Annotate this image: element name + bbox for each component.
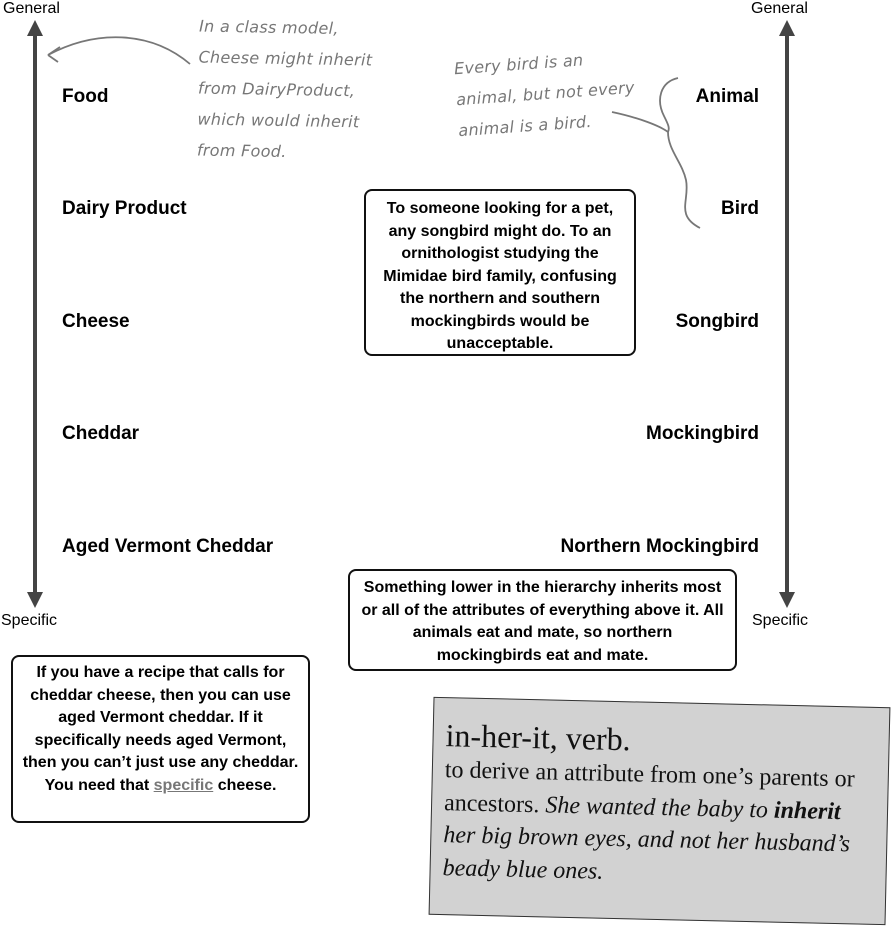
hierarchy-item-cheese: Cheese bbox=[62, 311, 130, 332]
right-axis-general-label: General bbox=[751, 0, 808, 17]
left-axis-specific-label: Specific bbox=[1, 612, 58, 629]
cheese-inheritance-handwritten-note: In a class model, Cheese might inherit f… bbox=[196, 16, 373, 162]
hierarchy-item-cheddar: Cheddar bbox=[62, 423, 140, 444]
right-axis-specific-label: Specific bbox=[752, 612, 809, 629]
hierarchy-item-aged-vermont-cheddar: Aged Vermont Cheddar bbox=[62, 536, 274, 557]
hierarchy-item-dairy-product: Dairy Product bbox=[62, 198, 187, 219]
hierarchy-item-northern-mockingbird: Northern Mockingbird bbox=[560, 536, 759, 557]
left-axis-general-label: General bbox=[3, 0, 60, 17]
recipe-note-box: If you have a recipe that calls for ched… bbox=[11, 655, 310, 823]
hierarchy-item-songbird: Songbird bbox=[675, 311, 759, 332]
cheese-note-pointer bbox=[47, 36, 191, 65]
hierarchy-item-food: Food bbox=[62, 86, 109, 107]
hierarchy-item-animal: Animal bbox=[695, 86, 759, 107]
hierarchy-item-bird: Bird bbox=[721, 198, 759, 219]
bird-handwritten-note: Every bird is an animal, but not every a… bbox=[453, 50, 636, 141]
specific-emphasis: specific bbox=[153, 776, 214, 794]
ornithologist-note-box: To someone looking for a pet, any songbi… bbox=[364, 189, 636, 356]
hierarchy-item-mockingbird: Mockingbird bbox=[646, 423, 759, 444]
inherit-definition-card: in-her-it, verb. to derive an attribute … bbox=[428, 696, 891, 926]
definition-text: to derive an attribute from one’s parent… bbox=[442, 757, 855, 885]
definition-emphasis-word: inherit bbox=[773, 797, 841, 825]
bird-note-brace bbox=[611, 77, 701, 229]
hierarchy-inheritance-note-box: Something lower in the hierarchy inherit… bbox=[348, 569, 737, 671]
